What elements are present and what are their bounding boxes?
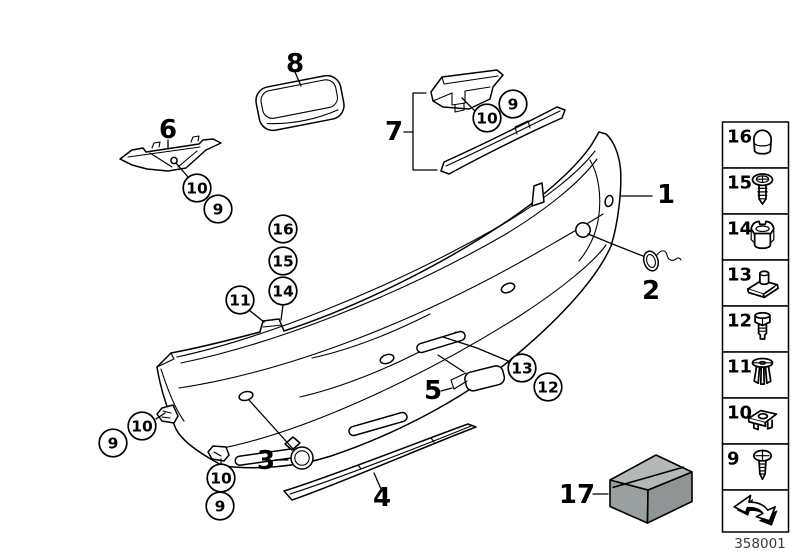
fastener-row-11[interactable]: 11 bbox=[721, 351, 790, 399]
balloon-number: 9 bbox=[213, 201, 224, 219]
fastener-row-13[interactable]: 13 bbox=[721, 259, 790, 307]
balloon-number: 10 bbox=[210, 470, 232, 488]
expansion-grommet-icon bbox=[750, 220, 775, 250]
balloon-number: 12 bbox=[537, 379, 559, 397]
balloon-number: 13 bbox=[511, 360, 533, 378]
balloon-number: 10 bbox=[131, 418, 153, 436]
balloon-number: 9 bbox=[108, 435, 119, 453]
part-label-17[interactable]: 17 bbox=[559, 480, 595, 510]
balloon-number: 10 bbox=[476, 110, 498, 128]
lower-protective-strip bbox=[283, 423, 477, 501]
leader-lines bbox=[155, 71, 653, 495]
balloon-number: 15 bbox=[272, 253, 294, 271]
parts-kit-box bbox=[609, 454, 693, 524]
balloon-11[interactable]: 11 bbox=[225, 285, 255, 315]
towing-eye-hole bbox=[575, 222, 591, 238]
fastener-number: 14 bbox=[727, 219, 752, 240]
part-label-5[interactable]: 5 bbox=[424, 376, 442, 406]
balloon-16[interactable]: 16 bbox=[268, 214, 298, 244]
balloon-circle bbox=[127, 411, 157, 441]
part-label-3[interactable]: 3 bbox=[257, 446, 275, 476]
thumbnail-arrow-cell[interactable] bbox=[721, 489, 790, 533]
part-label-2[interactable]: 2 bbox=[642, 276, 660, 306]
sensor-hole bbox=[238, 390, 254, 402]
fastener-row-16[interactable]: 16 bbox=[721, 121, 790, 169]
balloon-circle bbox=[98, 428, 128, 458]
mounting-bracket-right bbox=[430, 69, 504, 113]
fastener-number: 13 bbox=[727, 265, 752, 286]
balloon-circle bbox=[472, 103, 502, 133]
bump-stop-pad bbox=[255, 74, 345, 132]
fastener-number: 15 bbox=[727, 173, 752, 194]
balloon-number: 9 bbox=[215, 498, 226, 516]
side-hole bbox=[604, 194, 614, 208]
balloon-10[interactable]: 10 bbox=[206, 463, 236, 493]
balloon-9[interactable]: 9 bbox=[498, 89, 528, 119]
balloon-circle bbox=[533, 372, 563, 402]
fastener-row-12[interactable]: 12 bbox=[721, 305, 790, 353]
balloon-13[interactable]: 13 bbox=[507, 353, 537, 383]
pdc-sensor bbox=[284, 436, 314, 470]
balloon-9[interactable]: 9 bbox=[205, 491, 235, 521]
part-label-7[interactable]: 7 bbox=[385, 117, 403, 147]
balloon-15[interactable]: 15 bbox=[268, 246, 298, 276]
fastener-table: 16 15 14 13 12 11 10 9 bbox=[721, 121, 790, 533]
drawing-number: 358001 bbox=[734, 536, 786, 552]
balloon-14[interactable]: 14 bbox=[268, 276, 298, 306]
fastener-number: 10 bbox=[727, 403, 752, 424]
balloon-9[interactable]: 9 bbox=[98, 428, 128, 458]
fastener-row-9[interactable]: 9 bbox=[721, 443, 790, 491]
towing-hook-slot bbox=[416, 330, 466, 354]
sensor-hole bbox=[379, 353, 395, 365]
towing-hook-cover bbox=[450, 365, 506, 392]
fastener-row-15[interactable]: 15 bbox=[721, 167, 790, 215]
fastener-row-14[interactable]: 14 bbox=[721, 213, 790, 261]
fastener-cell bbox=[721, 167, 790, 215]
balloon-12[interactable]: 12 bbox=[533, 372, 563, 402]
fastener-number: 9 bbox=[727, 449, 740, 470]
balloon-circle bbox=[268, 214, 298, 244]
side-clip-tab bbox=[156, 404, 179, 424]
part-label-6[interactable]: 6 bbox=[159, 115, 177, 145]
fastener-number: 16 bbox=[727, 127, 752, 148]
balloon-circle bbox=[498, 89, 528, 119]
balloon-10[interactable]: 10 bbox=[472, 103, 502, 133]
balloon-circle bbox=[203, 194, 233, 224]
rear-bumper-trim-panel bbox=[156, 131, 622, 469]
balloon-circle bbox=[205, 491, 235, 521]
balloon-circle bbox=[225, 285, 255, 315]
balloon-number: 11 bbox=[229, 292, 251, 310]
cap-tether-wire bbox=[656, 250, 682, 261]
part-label-4[interactable]: 4 bbox=[373, 483, 391, 513]
balloon-number: 16 bbox=[272, 221, 294, 239]
part-label-1[interactable]: 1 bbox=[657, 180, 675, 210]
balloon-circle bbox=[268, 276, 298, 306]
balloon-circle bbox=[268, 246, 298, 276]
support-bracket-left bbox=[119, 135, 222, 172]
balloon-circle bbox=[182, 173, 212, 203]
towing-eye-cap bbox=[642, 250, 682, 272]
fastener-row-10[interactable]: 10 bbox=[721, 397, 790, 445]
balloon-number: 9 bbox=[508, 96, 519, 114]
balloon-10[interactable]: 10 bbox=[182, 173, 212, 203]
towing-cap-icon bbox=[752, 129, 773, 155]
balloon-number: 14 bbox=[272, 283, 294, 301]
sealing-strip bbox=[440, 106, 566, 175]
part-label-8[interactable]: 8 bbox=[286, 49, 304, 79]
fastener-number: 11 bbox=[727, 357, 752, 378]
lower-clip-tab bbox=[207, 445, 230, 462]
balloon-9[interactable]: 9 bbox=[203, 194, 233, 224]
fastener-number: 12 bbox=[727, 311, 752, 332]
upper-mounting-tab bbox=[531, 182, 545, 207]
balloon-circle bbox=[507, 353, 537, 383]
expanding-rivet-icon bbox=[751, 357, 774, 386]
valance-slot bbox=[348, 411, 408, 437]
balloon-number: 10 bbox=[186, 180, 208, 198]
sensor-hole bbox=[500, 282, 516, 294]
balloon-10[interactable]: 10 bbox=[127, 411, 157, 441]
